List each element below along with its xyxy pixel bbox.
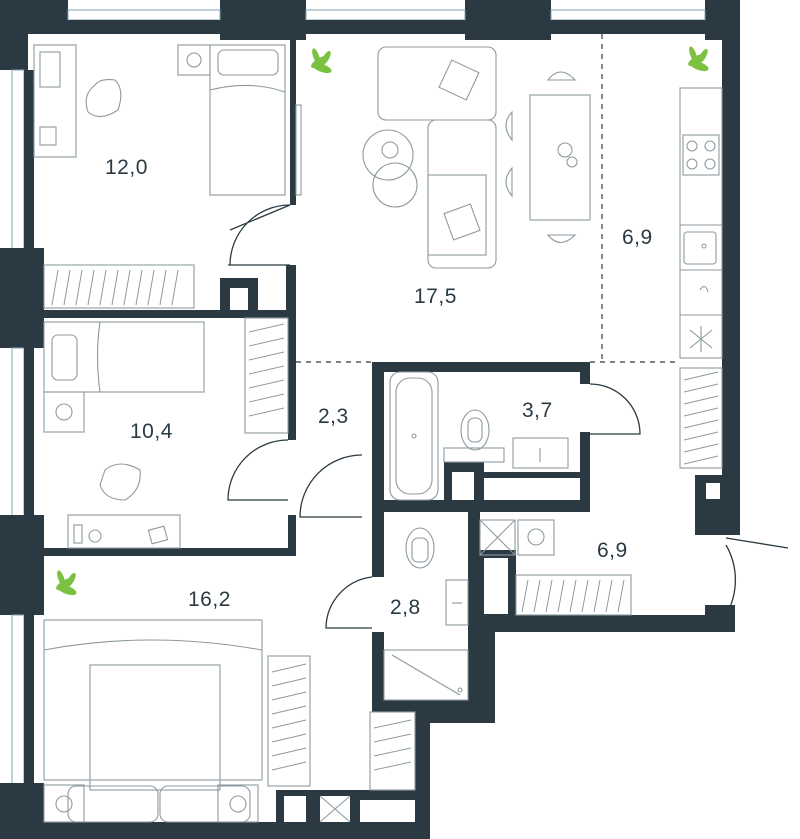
wardrobe-icon (43, 264, 195, 309)
plant-icon (311, 48, 332, 74)
area-living-room: 17,5 (414, 285, 457, 308)
stove-icon (679, 87, 723, 359)
plant-icon (688, 46, 709, 72)
area-bedroom-top-left: 12,0 (105, 156, 148, 179)
hall-closet-icon (479, 519, 632, 616)
area-master-bedroom: 16,2 (188, 588, 231, 611)
bathtub-icon (389, 371, 505, 501)
shower-icon (383, 649, 469, 701)
area-wc: 2,8 (390, 596, 421, 619)
door-swing-icon (227, 204, 789, 629)
area-corridor: 2,3 (318, 405, 349, 428)
toilet-icon (460, 409, 569, 469)
desk-icon (33, 44, 122, 158)
area-bathroom: 3,7 (522, 399, 553, 422)
wardrobe-icon (267, 655, 416, 823)
toilet-icon (405, 527, 469, 626)
area-bedroom-middle-left: 10,4 (130, 420, 173, 443)
wardrobe-icon (679, 367, 723, 469)
bed-icon (177, 44, 302, 196)
dining-table-icon (505, 71, 591, 244)
walls (0, 0, 740, 839)
plant-icon (56, 570, 77, 596)
desk-icon (67, 463, 181, 549)
sink-icon (683, 231, 717, 352)
bed-icon (43, 619, 263, 823)
area-kitchen: 6,9 (622, 226, 653, 249)
sofa-icon (362, 46, 497, 269)
area-hall: 6,9 (597, 539, 628, 562)
zone-lines (296, 34, 680, 363)
wardrobe-icon (244, 317, 289, 434)
bed-icon (43, 321, 205, 433)
